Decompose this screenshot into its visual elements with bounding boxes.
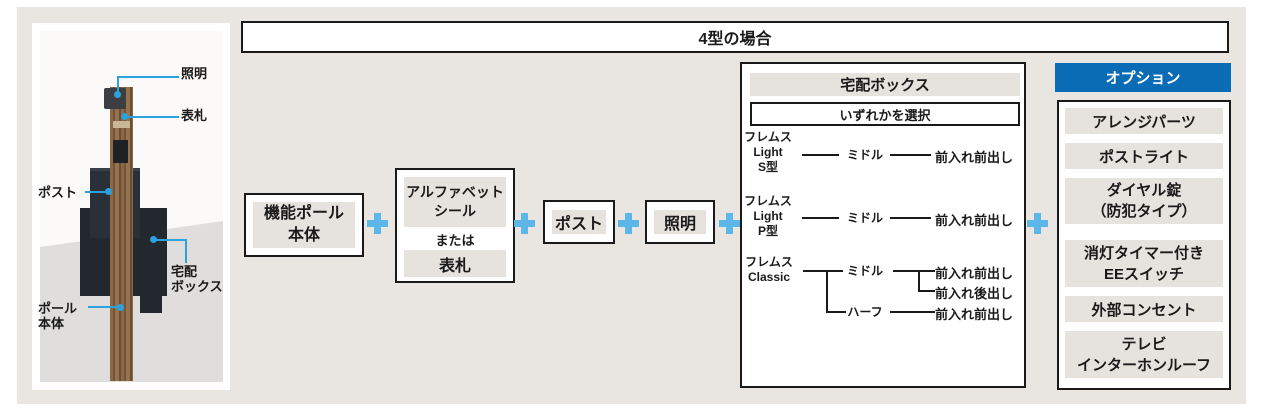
delivery-select-note-box: いずれかを選択: [750, 102, 1020, 126]
callout-line-lighting-h: [117, 76, 179, 78]
option-item: ダイヤル錠 （防犯タイプ）: [1065, 178, 1223, 224]
plus-icon: [618, 213, 639, 234]
tree-line: [890, 311, 935, 313]
tree-line: [826, 270, 843, 272]
tree-line: [802, 217, 839, 219]
photo-intercom: [113, 140, 128, 163]
photo-label-post: ポスト: [38, 185, 78, 200]
option-item: テレビ インターホンルーフ: [1065, 331, 1223, 378]
options-header: オプション: [1055, 63, 1231, 92]
option-item: アレンジパーツ: [1065, 108, 1223, 134]
flow-box-post: ポスト: [543, 200, 615, 244]
callout-dot-post: [105, 188, 112, 195]
delivery-access: 前入れ前出し: [935, 150, 1014, 165]
tree-line: [890, 154, 931, 156]
delivery-title: 宅配ボックス: [840, 77, 930, 94]
delivery-product-name: フレムス Light S型: [744, 130, 792, 174]
tree-line: [826, 311, 846, 313]
product-photo: [40, 31, 223, 382]
or-label: または: [435, 232, 475, 248]
plus-icon: [719, 213, 740, 234]
delivery-access: 前入れ前出し: [935, 307, 1014, 322]
delivery-size: ハーフ: [847, 305, 883, 319]
plus-icon: [1027, 213, 1048, 234]
tree-line: [893, 270, 920, 272]
tree-line: [826, 270, 828, 313]
delivery-product-name: フレムス Classic: [745, 255, 793, 284]
option-item: 外部コンセント: [1065, 296, 1223, 322]
plus-icon: [367, 213, 388, 234]
flow-box-pole-unit: 機能ポール 本体: [244, 193, 364, 257]
flow-box-lighting: 照明: [645, 200, 715, 244]
nameplate-label: 表札: [438, 257, 471, 275]
delivery-product-name: フレムス Light P型: [744, 194, 792, 238]
header-title: 4型の場合: [698, 31, 772, 48]
pole-unit-label: 機能ポール 本体: [263, 205, 344, 244]
or-row: または: [397, 231, 513, 248]
photo-label-pole-body: ポール 本体: [38, 301, 78, 331]
post-label: ポスト: [554, 216, 603, 233]
photo-label-lighting: 照明: [181, 66, 208, 81]
photo-delivery-box-leg: [140, 296, 162, 313]
callout-dot-delivery-box: [150, 236, 157, 243]
delivery-access: 前入れ前出し: [935, 213, 1014, 228]
callout-dot-pole-body: [117, 304, 124, 311]
callout-line-post: [85, 191, 108, 193]
delivery-access: 前入れ前出し: [935, 266, 1014, 281]
alphabet-seal-fill: アルファベット シール: [404, 177, 506, 227]
delivery-title-fill: 宅配ボックス: [750, 73, 1020, 96]
tree-line: [803, 270, 827, 272]
pole-unit-label-fill: 機能ポール 本体: [253, 202, 355, 248]
tree-line: [918, 270, 920, 292]
delivery-access: 前入れ後出し: [935, 286, 1014, 301]
delivery-box-section: 宅配ボックス いずれかを選択: [740, 62, 1026, 388]
callout-line-lighting-v: [117, 77, 119, 96]
callout-line-nameplate: [127, 116, 179, 118]
lighting-label-fill: 照明: [654, 210, 706, 234]
post-label-fill: ポスト: [552, 210, 606, 234]
photo-nameplate: [113, 121, 130, 128]
alphabet-seal-label: アルファベット シール: [406, 184, 504, 219]
tree-line: [918, 270, 935, 272]
delivery-size: ミドル: [846, 264, 883, 278]
delivery-size: ミドル: [846, 148, 883, 162]
photo-pole: [110, 87, 133, 381]
tree-line: [802, 154, 839, 156]
callout-line-delivery-v: [185, 239, 187, 263]
callout-dot-nameplate: [121, 113, 128, 120]
tree-line: [918, 290, 935, 292]
option-item: 消灯タイマー付き EEスイッチ: [1065, 240, 1223, 287]
option-item: ポストライト: [1065, 143, 1223, 169]
nameplate-fill: 表札: [404, 250, 506, 277]
options-title: オプション: [1105, 70, 1181, 87]
options-box: アレンジパーツ ポストライト ダイヤル錠 （防犯タイプ） 消灯タイマー付き EE…: [1057, 100, 1231, 390]
delivery-select-note: いずれかを選択: [839, 107, 931, 123]
callout-line-delivery-h: [156, 239, 187, 241]
callout-line-pole-body: [88, 306, 119, 308]
header-box: 4型の場合: [241, 21, 1229, 53]
photo-label-nameplate: 表札: [181, 108, 208, 123]
tree-line: [890, 217, 931, 219]
callout-dot-lighting: [114, 91, 121, 98]
photo-label-delivery-box: 宅配 ボックス: [171, 264, 223, 294]
flow-box-seal-or-nameplate: アルファベット シール または 表札: [395, 168, 515, 283]
lighting-label: 照明: [663, 216, 696, 233]
plus-icon: [514, 213, 535, 234]
delivery-size: ミドル: [846, 211, 883, 225]
